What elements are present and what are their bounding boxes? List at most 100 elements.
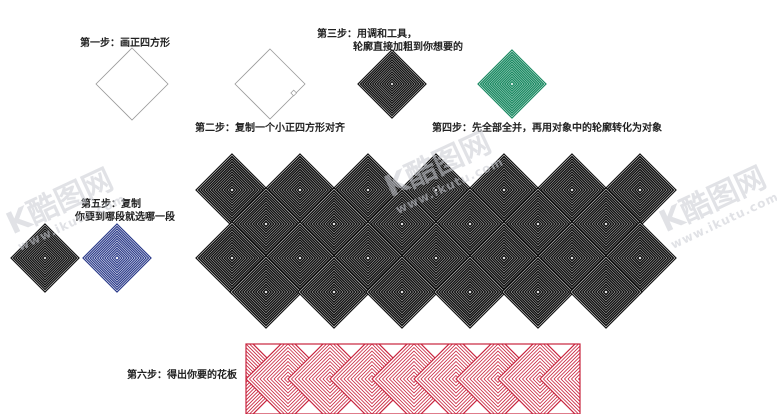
blend-ring: [317, 207, 351, 241]
blend-ring: [309, 199, 359, 249]
blend-ring: [262, 220, 270, 228]
blend-ring: [286, 176, 314, 204]
blend-ring: [445, 199, 495, 249]
blend-ring: [461, 215, 479, 233]
blend-ring: [414, 168, 458, 212]
blend-ring: [359, 51, 425, 117]
tiled-pattern: [195, 153, 677, 329]
blend-ring: [291, 181, 309, 199]
blend-ring: [262, 288, 270, 296]
blend-ring: [338, 160, 398, 220]
blend-ring: [586, 272, 626, 312]
blend-ring: [491, 63, 533, 105]
blend-ring: [472, 158, 536, 222]
blend-ring: [618, 168, 662, 212]
blend-ring: [14, 227, 76, 289]
blend-ring: [506, 260, 570, 324]
blend-ring: [307, 197, 361, 251]
blend-ring: [496, 68, 528, 100]
blend-ring: [288, 246, 312, 270]
blend-ring: [482, 168, 526, 212]
blend-ring: [500, 254, 508, 262]
blend-ring: [416, 170, 456, 210]
blend-ring: [225, 183, 239, 197]
blend-ring: [490, 176, 518, 204]
blend-ring: [380, 270, 424, 314]
blend-ring: [205, 163, 259, 217]
blend-ring: [540, 158, 604, 222]
blend-ring: [395, 217, 409, 231]
blend-ring: [228, 254, 236, 262]
blend-ring: [388, 210, 416, 238]
blend-ring: [549, 348, 580, 410]
blend-ring: [393, 283, 411, 301]
blend-ring: [542, 344, 580, 414]
blend-ring: [351, 241, 385, 275]
blend-ring: [382, 204, 422, 244]
blend-ring: [378, 70, 406, 98]
blend-ring: [560, 359, 580, 399]
blend-ring: [257, 283, 275, 301]
blend-ring: [500, 186, 508, 194]
diamond-outline: [10, 223, 80, 293]
blend-ring: [516, 202, 560, 246]
blend-ring: [495, 181, 513, 199]
blend-ring: [364, 254, 372, 262]
blend-ring: [89, 230, 145, 286]
blend-ring: [231, 257, 301, 327]
blend-ring: [484, 170, 524, 210]
diamond-outline: [433, 255, 507, 329]
blend-ring: [101, 242, 133, 274]
blend-ring: [414, 236, 458, 280]
blend-ring: [296, 254, 304, 262]
blend-ring: [409, 231, 463, 285]
blend-ring: [574, 373, 580, 385]
blend-ring: [322, 212, 346, 236]
step6-label: 第六步：得出你要的花板: [127, 370, 237, 381]
blend-ring: [314, 272, 354, 312]
blend-ring: [304, 262, 364, 322]
blend-ring: [22, 235, 68, 281]
blend-ring: [602, 288, 610, 296]
panel-border: [245, 343, 581, 414]
blend-ring: [280, 170, 320, 210]
blend-ring: [623, 173, 657, 207]
blend-ring: [477, 163, 531, 217]
blend-ring: [215, 173, 249, 207]
blend-ring: [615, 165, 665, 215]
blend-ring: [453, 207, 487, 241]
blend-ring: [484, 238, 524, 278]
blend-ring: [620, 238, 660, 278]
blend-ring: [511, 197, 565, 251]
blend-ring: [429, 251, 443, 265]
blend-ring: [568, 186, 576, 194]
blend-ring: [382, 272, 422, 312]
blend-ring: [427, 249, 445, 267]
blend-ring: [330, 220, 338, 228]
blend-ring: [218, 176, 246, 204]
blend-ring: [555, 241, 589, 275]
blend-ring: [534, 220, 542, 228]
blend-ring: [463, 285, 477, 299]
blend-ring: [487, 241, 521, 275]
blend-ring: [325, 283, 343, 301]
blend-ring: [31, 244, 59, 272]
blend-ring: [555, 173, 589, 207]
blend-ring: [556, 355, 580, 403]
blend-ring: [327, 285, 341, 299]
blend-ring: [636, 186, 644, 194]
blend-ring: [424, 246, 448, 270]
blend-ring: [268, 158, 332, 222]
blend-ring: [529, 283, 547, 301]
blend-ring: [354, 244, 382, 272]
blend-ring: [244, 202, 288, 246]
step4-blend-green: [477, 49, 547, 119]
blend-ring: [374, 66, 410, 102]
blend-ring: [239, 197, 293, 251]
blend-ring: [320, 210, 348, 238]
step6-red-panel: [246, 344, 580, 414]
blend-ring: [388, 278, 416, 306]
blend-ring: [497, 251, 511, 265]
blend-ring: [366, 58, 418, 110]
blend-ring: [547, 233, 597, 283]
